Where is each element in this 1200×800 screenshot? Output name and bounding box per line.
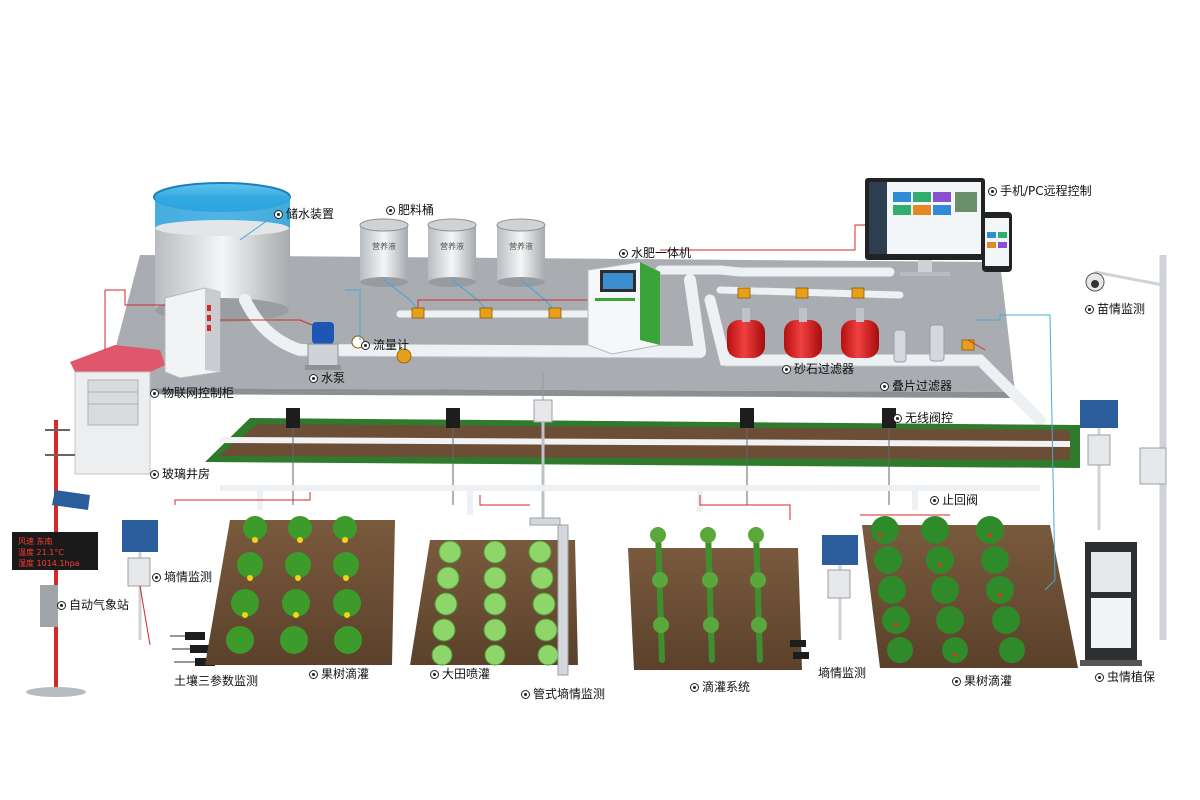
field-distribution-pipe (220, 485, 1040, 515)
marker-icon (690, 682, 699, 692)
label-drip-system: 滴灌系统 (690, 680, 750, 694)
pest-monitor-cabinet (1080, 542, 1142, 666)
label-pest-monitor: 虫情植保 (1095, 670, 1155, 684)
weather-display-line1: 风速 东南 (18, 536, 53, 546)
pipe-outlines (299, 355, 980, 367)
field-fruit-right (862, 516, 1078, 668)
main-pipes (239, 265, 1046, 426)
label-fruit-drip-right: 果树滴灌 (952, 674, 1012, 688)
sand-filter-3 (841, 308, 879, 358)
field-red-wires (174, 492, 950, 520)
wireless-valve-controllers (286, 372, 896, 520)
label-soil-moisture-left: 墒情监测 (152, 570, 212, 584)
label-soil-moisture-right: 墒情监测 (818, 666, 867, 680)
label-disc-filter: 叠片过滤器 (880, 379, 952, 393)
marker-icon (430, 669, 439, 679)
marker-icon (930, 495, 939, 505)
sand-filter-1 (727, 308, 765, 358)
pipe-trench (205, 418, 1080, 468)
weather-display-line2: 温度 21.1°C (18, 547, 64, 557)
label-sand-filter: 砂石过滤器 (782, 362, 854, 376)
label-field-spray: 大田喷灌 (430, 667, 490, 681)
marker-icon (952, 676, 961, 686)
marker-icon (880, 381, 889, 391)
water-storage-tank (153, 182, 291, 322)
bucket-1-text: 营养液 (372, 241, 396, 251)
label-fertilizer-bucket: 肥料桶 (386, 203, 434, 217)
marker-icon (1095, 672, 1104, 682)
marker-icon (274, 209, 283, 219)
label-seedling-monitor: 苗情监测 (1085, 302, 1145, 316)
fertilizer-bucket-2 (427, 218, 477, 287)
soil-moisture-monitor-left (122, 520, 158, 646)
orange-valves (396, 287, 975, 364)
water-fertilizer-machine (587, 261, 661, 355)
marker-icon (619, 248, 628, 258)
label-iot-cabinet: 物联网控制柜 (150, 386, 234, 400)
marker-icon (521, 689, 530, 699)
marker-icon (309, 669, 318, 679)
bucket-2-text: 营养液 (440, 241, 464, 251)
label-fruit-drip-left: 果树滴灌 (309, 667, 369, 681)
label-water-storage: 储水装置 (274, 207, 334, 221)
marker-icon (152, 572, 161, 582)
marker-icon (150, 469, 159, 479)
field-fruit-left (205, 516, 395, 665)
phone (982, 212, 1012, 272)
label-soil-three-param: 土壤三参数监测 (174, 674, 259, 688)
label-flow-meter: 流量计 (361, 338, 409, 352)
weather-display-line3: 湿度 1014.1hpa (18, 558, 80, 568)
label-glass-well-house: 玻璃井房 (150, 467, 210, 481)
fertilizer-bucket-1 (359, 218, 409, 287)
field-cabbage (410, 517, 578, 676)
pc-monitor (865, 178, 985, 276)
marker-icon (57, 600, 66, 610)
label-water-pump: 水泵 (309, 371, 345, 385)
fertilizer-bucket-3 (496, 218, 546, 287)
bucket-3-text: 营养液 (509, 241, 533, 251)
marker-icon (361, 340, 370, 350)
label-check-valve: 止回阀 (930, 493, 978, 507)
marker-icon (1085, 304, 1094, 314)
label-tube-soil-moisture: 管式墒情监测 (521, 687, 605, 701)
remote-link-line (660, 224, 865, 251)
sand-filter-2 (784, 308, 822, 358)
soil-three-param-sensors (170, 632, 215, 666)
marker-icon (386, 205, 395, 215)
marker-icon (782, 364, 791, 374)
label-water-fertilizer-machine: 水肥一体机 (619, 246, 691, 260)
marker-icon (309, 373, 318, 383)
iot-control-cabinet (164, 287, 221, 379)
glass-well-house (70, 345, 165, 475)
disc-filters (893, 324, 945, 363)
marker-icon (150, 388, 159, 398)
leader-lines (104, 214, 1056, 591)
water-pump (305, 322, 365, 370)
soil-moisture-monitor-right (790, 535, 858, 659)
label-remote-control: 手机/PC远程控制 (988, 184, 1092, 198)
label-wireless-valve: 无线阀控 (893, 411, 953, 425)
label-weather-station: 自动气象站 (57, 598, 129, 612)
marker-icon (893, 413, 902, 423)
seedling-monitor-pole (1080, 255, 1167, 640)
field-drip-system (628, 527, 802, 670)
weather-station (12, 420, 98, 697)
marker-icon (988, 186, 997, 196)
